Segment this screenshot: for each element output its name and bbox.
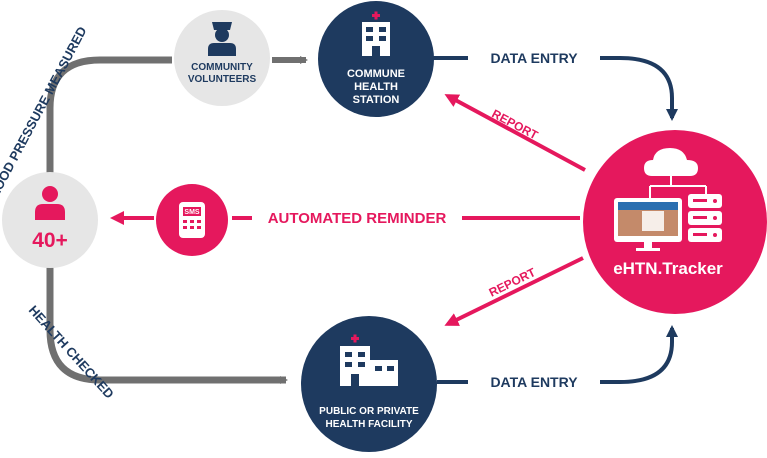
data-entry-top-label: DATA ENTRY: [490, 50, 578, 66]
ehtn-tracker-node: eHTN.Tracker: [583, 130, 767, 314]
facility-label-line2: HEALTH FACILITY: [325, 419, 412, 430]
data-entry-top-arrow: [432, 56, 672, 118]
sms-node: SMS: [156, 184, 228, 256]
data-entry-bottom-label: DATA ENTRY: [490, 374, 578, 390]
health-checked-connector: [46, 262, 288, 384]
volunteers-label-line1: COMMUNITY: [191, 62, 253, 73]
report-bottom-arrow: [444, 256, 584, 326]
commune-label-line2: HEALTH: [354, 81, 398, 93]
hospital-building-icon: [340, 334, 398, 386]
health-checked-label: HEALTH CHECKED: [26, 303, 117, 402]
person-icon: [35, 186, 65, 220]
bp-measured-connector: [46, 56, 172, 178]
commune-label-line1: COMMUNE: [347, 68, 405, 80]
report-top-arrow: [444, 94, 586, 172]
commune-health-station-node: COMMUNE HEALTH STATION: [318, 1, 434, 117]
person-node: 40+: [2, 172, 98, 268]
nurse-icon: [208, 22, 236, 56]
facility-label-line1: PUBLIC OR PRIVATE: [319, 406, 419, 417]
data-entry-bottom-arrow: [437, 328, 672, 384]
hospital-icon: [362, 11, 390, 56]
tracker-label: eHTN.Tracker: [613, 259, 723, 278]
phone-sms-icon: SMS: [179, 202, 205, 238]
sms-label: SMS: [184, 209, 200, 216]
community-volunteers-node: COMMUNITY VOLUNTEERS: [174, 10, 270, 106]
commune-label-line3: STATION: [353, 94, 400, 106]
volunteers-label-line2: VOLUNTEERS: [188, 74, 257, 85]
age-label: 40+: [32, 229, 68, 252]
health-facility-node: PUBLIC OR PRIVATE HEALTH FACILITY: [301, 316, 437, 452]
cloud-server-icon: [614, 148, 722, 251]
automated-reminder-label: AUTOMATED REMINDER: [268, 210, 447, 227]
